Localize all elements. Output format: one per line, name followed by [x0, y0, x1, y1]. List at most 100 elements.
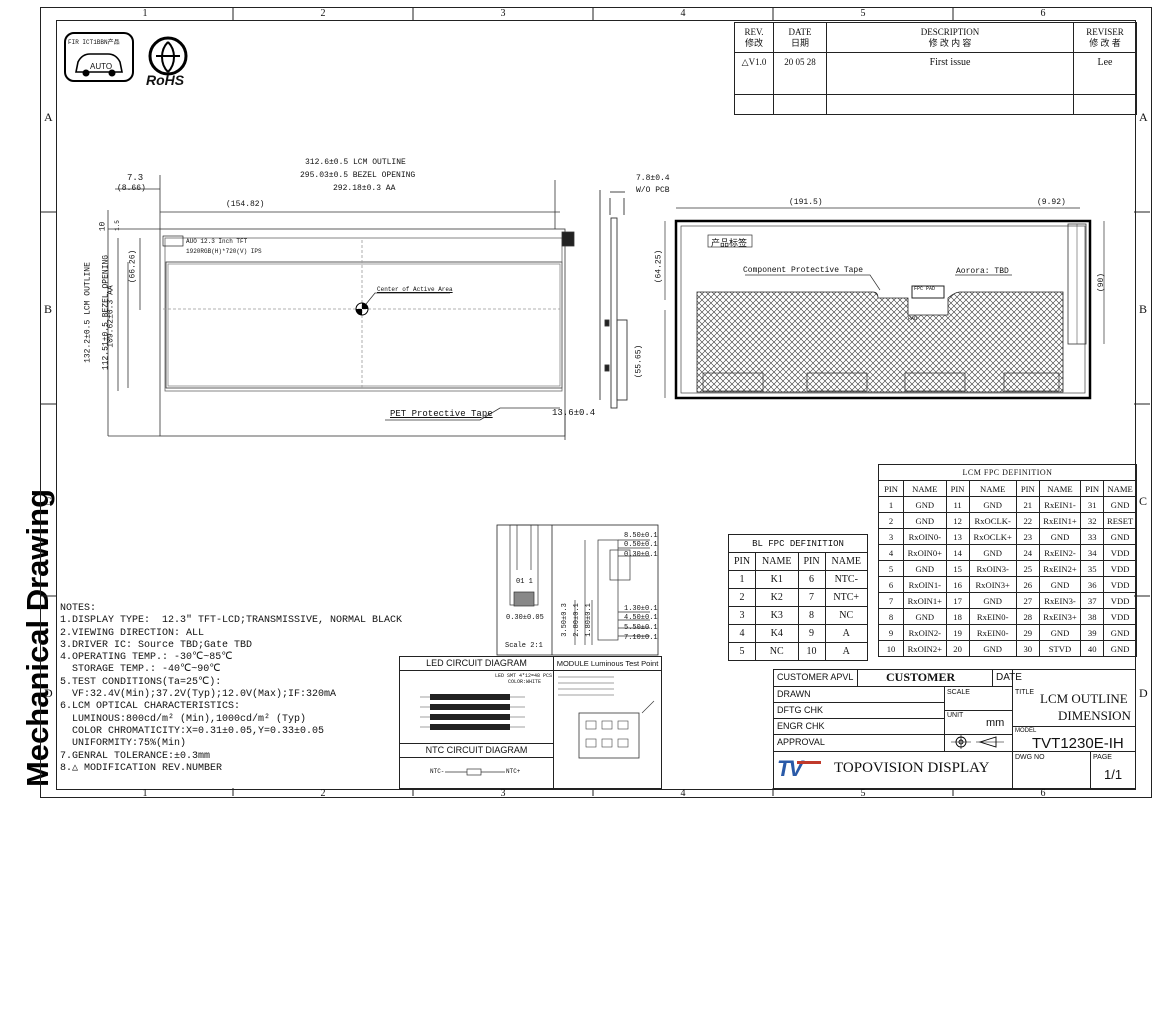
dim-0-30b: 0.30±0.05 [506, 614, 544, 622]
product-label: 产品标签 [711, 239, 748, 249]
fpc-detail-drawing [496, 524, 659, 656]
reviser-cell: Lee [1073, 52, 1137, 95]
col-header: NAME [1103, 480, 1137, 497]
zone-row: B [44, 302, 53, 316]
auto-cert-logo: FIR ICT1BBN产品 AUTO [64, 32, 134, 82]
col-header: NAME [1038, 480, 1082, 497]
zone-col: 2 [320, 788, 326, 799]
customer-apvl-label: CUSTOMER APVL [777, 672, 854, 682]
drawing-inner-frame [56, 20, 1136, 790]
notes: NOTES:1.DISPLAY TYPE: 12.3" TFT-LCD;TRAN… [60, 603, 403, 774]
customer-value: CUSTOMER [886, 670, 956, 684]
zone-col: 3 [500, 8, 506, 19]
led-module-box: LED CIRCUIT DIAGRAM LED SMT 4*12=48 PCS … [399, 656, 662, 789]
zone-col: 4 [680, 8, 686, 19]
col-header: NAME [968, 480, 1017, 497]
col-header: PIN [728, 552, 756, 571]
page-label: PAGE [1093, 754, 1112, 761]
ntc-minus: NTC- [430, 768, 445, 775]
drawing-frame [40, 7, 1152, 798]
brand-name: TOPOVISION DISPLAY [834, 760, 990, 776]
zone-ticks [40, 7, 1150, 796]
auto-label: AUTO [90, 62, 113, 71]
zone-row: C [44, 494, 53, 508]
drawn-label: DRAWN [777, 689, 811, 699]
dim-0-30: 0.30±0.1 [624, 551, 658, 559]
dim-bezel: 295.03±0.5 BEZEL OPENING [300, 171, 416, 180]
dim-13-6: 13.6±0.4 [552, 408, 596, 418]
dim-0-50: 0.50±0.1 [624, 541, 658, 549]
lcd-label-2: 1920RGB(H)*720(V) IPS [186, 248, 262, 255]
dim-7-10: 7.10±0.1 [624, 634, 658, 642]
model-label: MODEL [1015, 728, 1037, 734]
fpc-mark: FPC PAD [914, 286, 936, 292]
side-view-drawing [599, 190, 628, 409]
model-value: TVT1230E-IH [1032, 735, 1124, 752]
zone-col: 5 [860, 8, 866, 19]
dim-191: (191.5) [789, 198, 823, 207]
col-header: PIN [945, 480, 970, 497]
module-title: MODULE Luminous Test Point [554, 657, 661, 671]
dim-3-50: 3.50±0.3 [560, 603, 569, 637]
back-view-drawing [664, 207, 1105, 400]
brand-logo-stripe [797, 761, 821, 764]
dim-8-50: 8.50±0.1 [624, 532, 658, 540]
title-line1: LCM OUTLINE [1040, 691, 1128, 706]
date-label: DATE [996, 672, 1022, 683]
zone-col: 2 [320, 8, 326, 19]
zone-row: D [1139, 686, 1148, 700]
dim-7-8: 7.8±0.4 [636, 174, 670, 183]
pad-mark: PAD [908, 316, 918, 322]
zone-col: 4 [680, 788, 686, 799]
zone-col: 3 [500, 788, 506, 799]
dim-1-80: 1.80±0.1 [584, 603, 593, 637]
col-header: PIN [878, 480, 904, 497]
col-header: PIN [1080, 480, 1105, 497]
unit-value: mm [986, 717, 1005, 729]
rev-header: REV.修改 [734, 22, 774, 53]
brand-logo-icon: TV [777, 756, 803, 781]
zone-row: D [44, 686, 53, 700]
zone-col: 6 [1040, 8, 1046, 19]
dftg-label: DFTG CHK [777, 705, 823, 715]
zone-col: 1 [142, 8, 148, 19]
col-header: NAME [824, 552, 868, 571]
zone-row: A [1139, 110, 1148, 124]
unit-label: UNIT [947, 712, 964, 719]
bl-fpc-caption: BL FPC DEFINITION [728, 534, 868, 553]
pin-mark: 01 1 [516, 578, 533, 586]
zone-col: 1 [142, 788, 148, 799]
dim-1-30: 1.30±0.1 [624, 605, 658, 613]
lcm-fpc-table: LCM FPC DEFINITION PIN NAME PIN NAME PIN… [878, 464, 1137, 657]
col-header: PIN [1015, 480, 1040, 497]
col-header: NAME [903, 480, 947, 497]
ntc-title: NTC CIRCUIT DIAGRAM [400, 743, 553, 758]
dim-154: (154.82) [226, 200, 265, 209]
page-value: 1/1 [1104, 767, 1123, 782]
dim-2-80: 2.80±0.1 [572, 603, 581, 637]
lcm-fpc-caption: LCM FPC DEFINITION [878, 464, 1137, 481]
dim-aa: 292.18±0.3 AA [333, 184, 396, 193]
dim-wo-pcb: W/O PCB [636, 186, 670, 195]
dim-9-92: (9.92) [1037, 198, 1066, 207]
col-header: PIN [797, 552, 826, 571]
zone-row: C [1139, 494, 1148, 508]
dim-8-66: (8.66) [117, 184, 146, 193]
dim-4-50: 4.50±0.1 [624, 614, 658, 622]
pet-label: PET Protective Tape [390, 409, 493, 419]
ntc-plus: NTC+ [506, 768, 521, 775]
center-label: Center of Active Area [377, 286, 453, 293]
title-line2: DIMENSION [1058, 708, 1131, 723]
